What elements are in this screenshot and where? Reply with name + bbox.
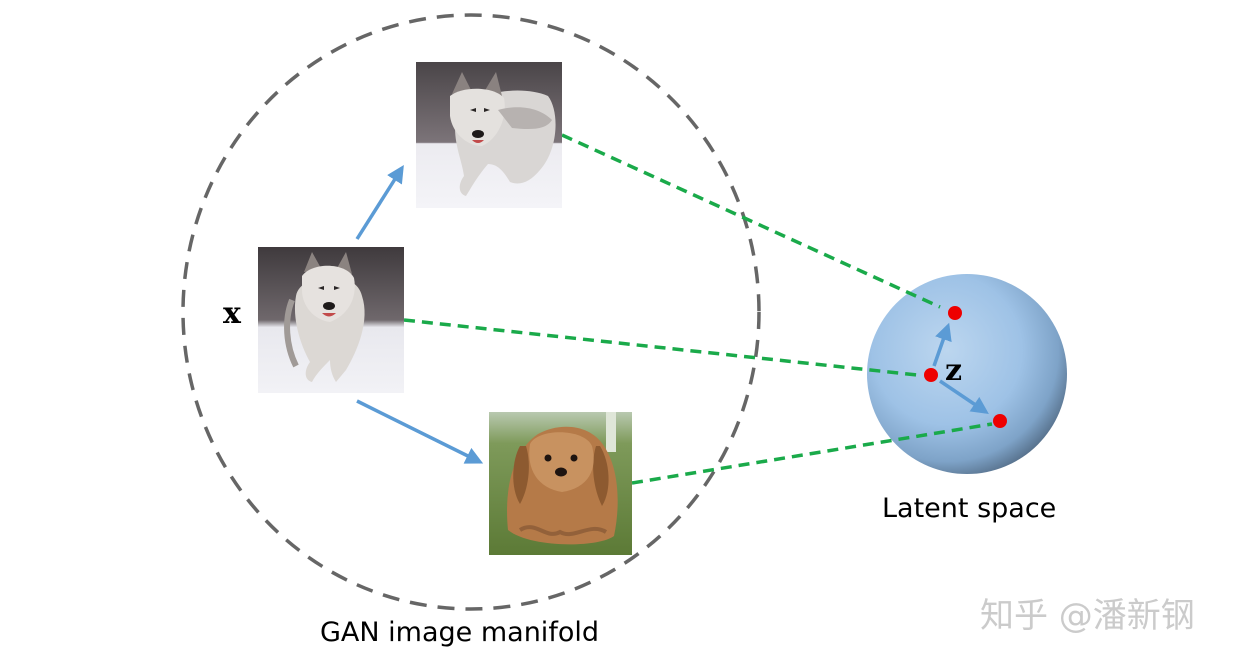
image-dog [489,412,632,555]
arrow-to-dog [356,399,484,464]
mapping-line-wolf-top [561,133,941,309]
image-wolf-source [258,247,404,393]
watermark: 知乎 @潘新钢 [980,596,1195,636]
mapping-line-dog [631,422,993,485]
latent-point-top [948,306,962,320]
image-wolf-top [416,62,562,208]
manifold-label: GAN image manifold [320,617,599,648]
z-variable-label: z [945,353,963,388]
latent-arrow-up [932,322,952,367]
latent-point-bottom [993,414,1007,428]
latent-point-z [924,368,938,382]
mapping-line-wolf-source [403,318,918,377]
latent-space-label: Latent space [882,493,1057,524]
manifold-boundary [181,13,761,611]
arrow-to-wolf-top [355,165,404,240]
x-variable-label: x [223,296,241,331]
latent-sphere [867,274,1067,474]
latent-arrow-down [939,379,989,414]
